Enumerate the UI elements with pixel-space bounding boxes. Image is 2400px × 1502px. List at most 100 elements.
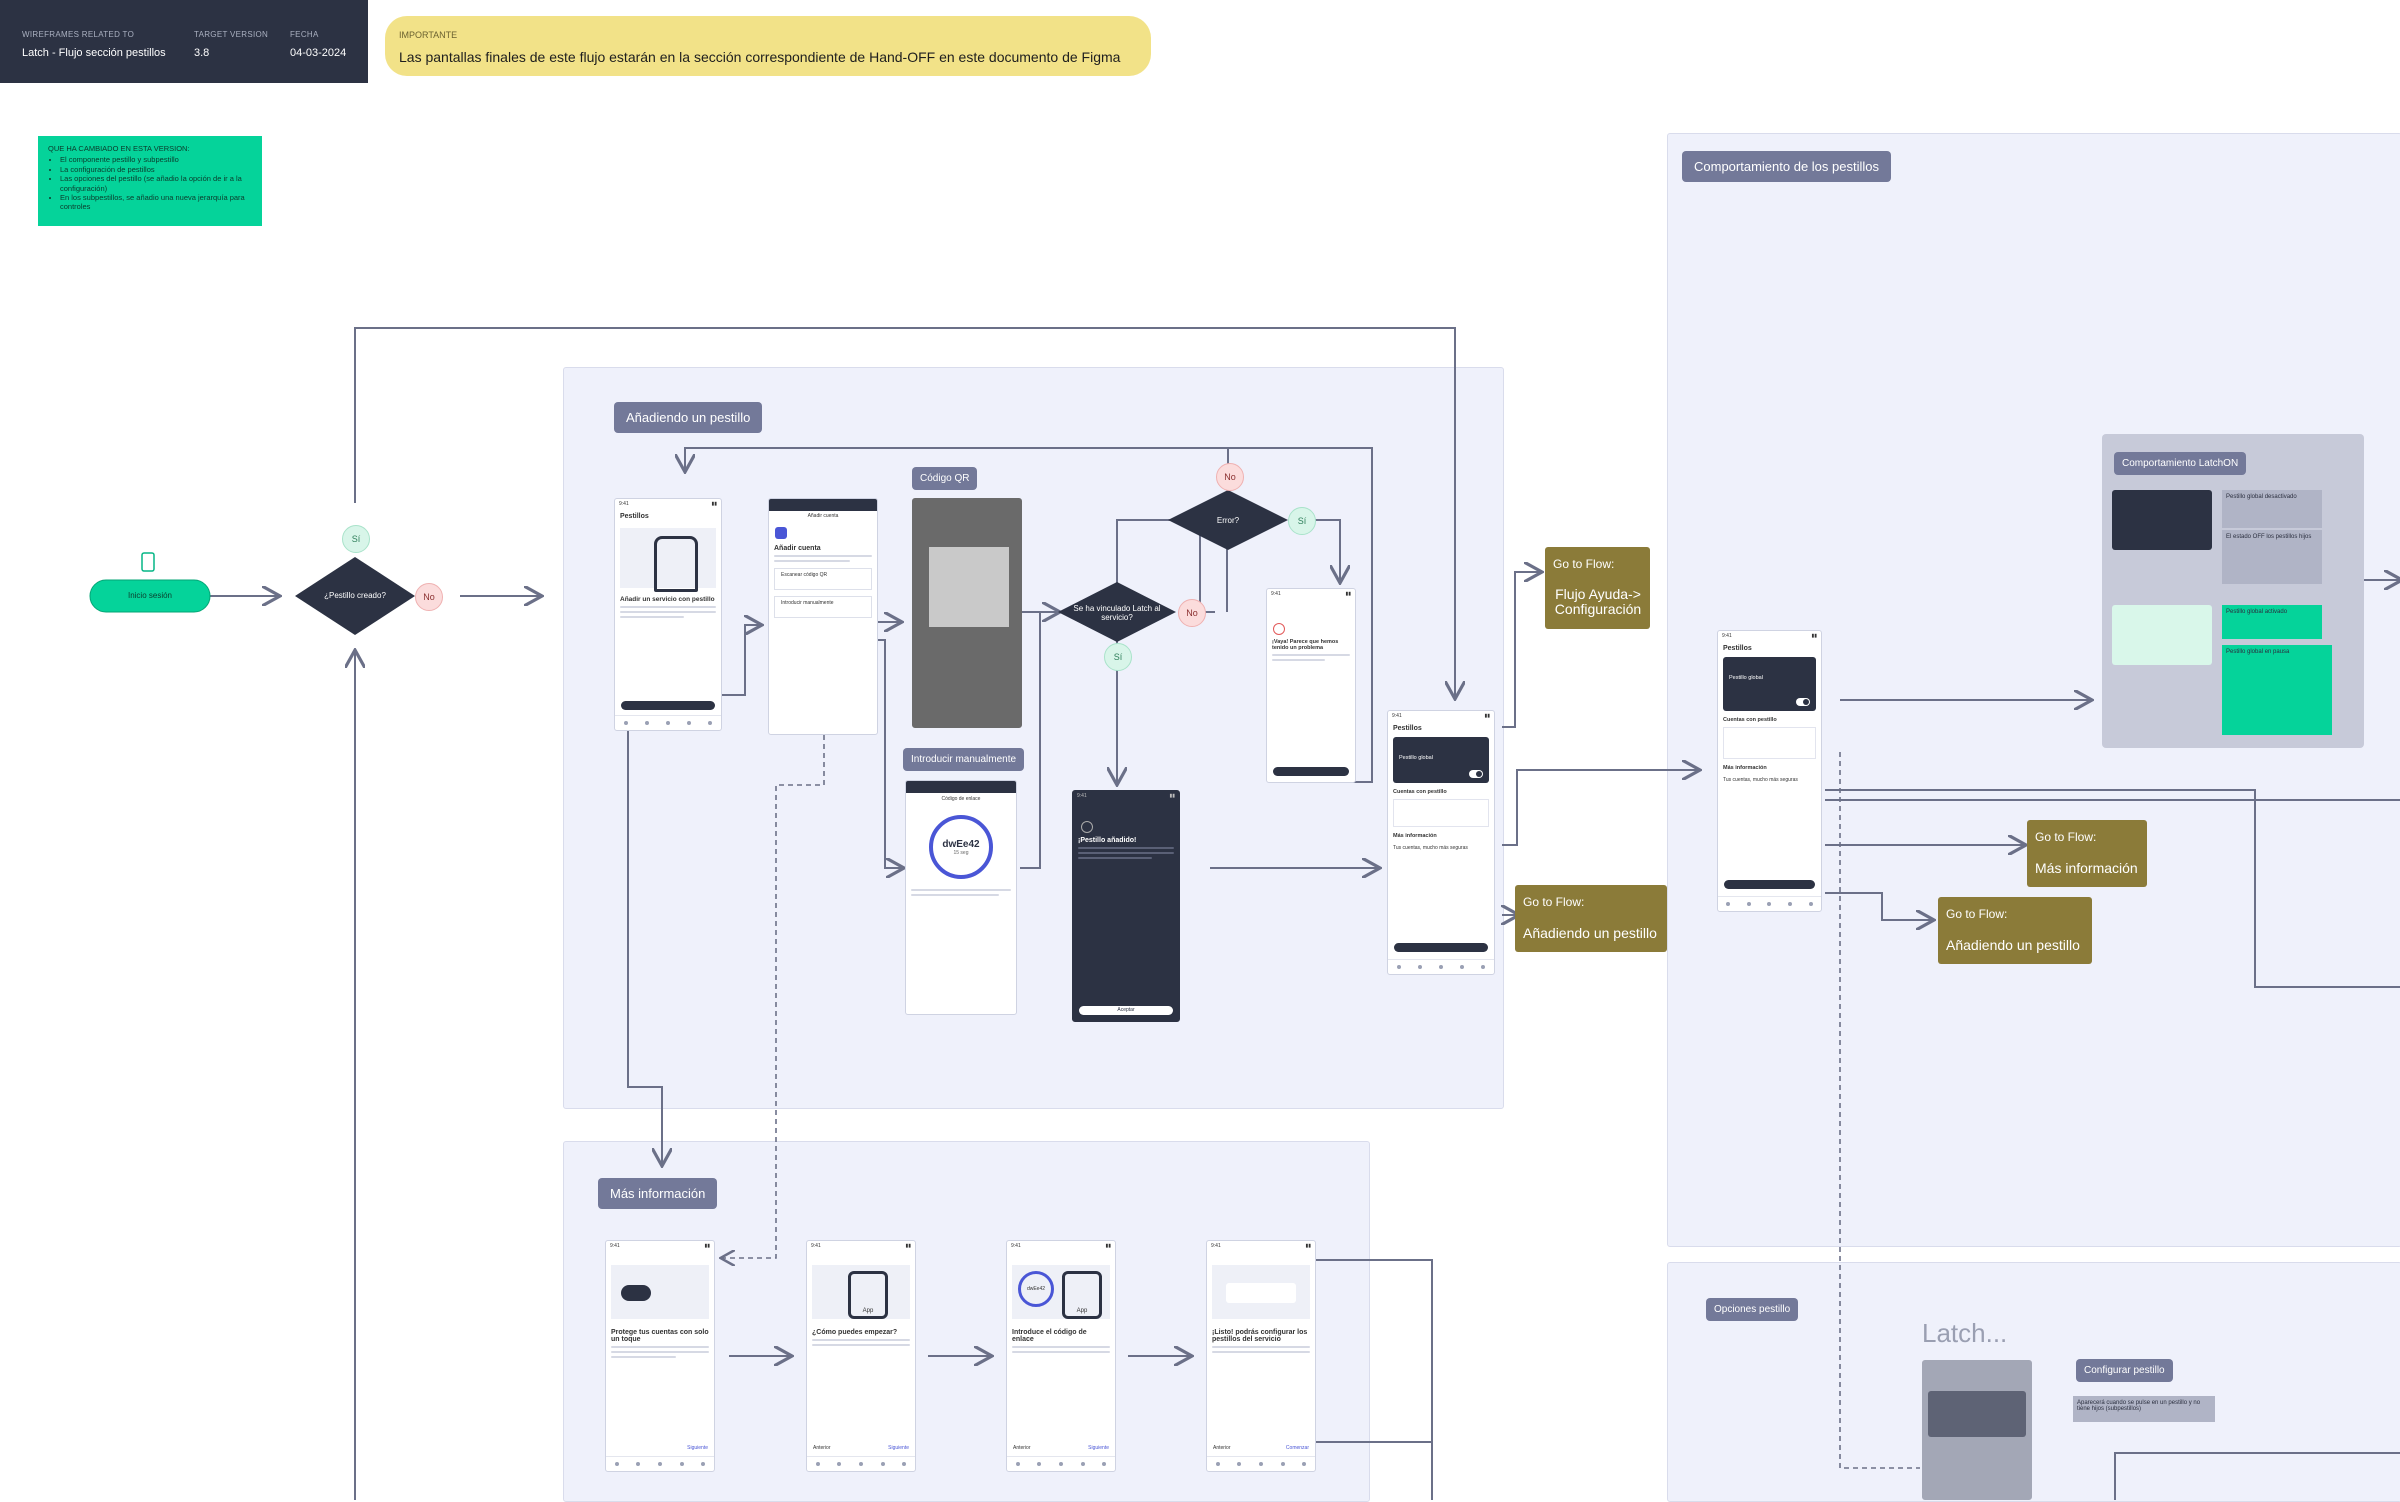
previous-link[interactable]: Anterior: [1213, 1445, 1231, 1451]
account-item[interactable]: [1723, 727, 1816, 759]
tag-configure-latch: Configurar pestillo: [2076, 1359, 2173, 1382]
decision-main-label: ¿Pestillo creado?: [324, 591, 386, 600]
global-latch-toggle[interactable]: [1796, 698, 1810, 706]
goto-adding-latch[interactable]: Go to Flow: Añadiendo un pestillo: [1515, 885, 1667, 952]
next-link[interactable]: Siguiente: [888, 1445, 909, 1451]
accept-button[interactable]: [1273, 767, 1349, 776]
badge-yes: Sí: [1104, 643, 1132, 671]
global-latch-card[interactable]: Pestillo global: [1723, 657, 1816, 711]
date-info: FECHA 04-03-2024: [290, 30, 346, 59]
app-illustration: App: [812, 1265, 910, 1319]
screen-protect-accounts: 9:41▮▮ Protege tus cuentas con solo un t…: [605, 1240, 715, 1472]
notice-text: Las pantallas finales de este flujo esta…: [399, 49, 1121, 65]
ready-illustration: [1212, 1265, 1310, 1319]
start-label[interactable]: Inicio sesión: [127, 591, 173, 600]
link-code: dwEe42: [942, 839, 980, 850]
screen-pestillos-empty: 9:41▮▮ Pestillos Añadir un servicio con …: [614, 498, 722, 731]
add-latch-button[interactable]: [1724, 880, 1815, 889]
decision-error: [1168, 490, 1288, 550]
screen-title: Pestillos: [1393, 725, 1422, 732]
lock-illustration: [620, 528, 716, 592]
tag-enter-manually: Introducir manualmente: [903, 748, 1025, 771]
goto-adding-latch-2[interactable]: Go to Flow: Añadiendo un pestillo: [1938, 897, 2092, 964]
goto-target: Añadiendo un pestillo: [1523, 925, 1657, 941]
screen-ready: 9:41▮▮ ¡Listo! podrás configurar los pes…: [1206, 1240, 1316, 1472]
wireframes-info: WIREFRAMES RELATED TO Latch - Flujo secc…: [22, 30, 166, 59]
global-latch-card[interactable]: Pestillo global: [1393, 737, 1489, 783]
tag-latch-options: Opciones pestillo: [1706, 1298, 1799, 1321]
decision-error-label: Error?: [1216, 516, 1240, 525]
goto-target: Añadiendo un pestillo: [1946, 937, 2080, 953]
global-latch-toggle[interactable]: [1469, 770, 1483, 778]
your-accounts-text: Tus cuentas, mucho más seguras: [1393, 845, 1468, 851]
version-label: TARGET VERSION: [194, 30, 269, 39]
accept-button[interactable]: Aceptar: [1079, 1006, 1173, 1015]
add-latch-button[interactable]: [621, 701, 715, 710]
screen-title: Pestillos: [1723, 645, 1752, 652]
add-latch-button[interactable]: [1394, 943, 1488, 952]
screen-add-account: Añadir cuenta Añadir cuenta Escanear cód…: [768, 498, 878, 735]
shield-icon: [775, 527, 787, 539]
version-value: 3.8: [194, 47, 210, 59]
latchon-card-off: [2112, 490, 2212, 550]
goto-label: Go to Flow:: [2035, 830, 2097, 844]
change-item: En los subpestillos, se añadio una nueva…: [60, 193, 252, 212]
screen-options-faded: [1922, 1360, 2032, 1500]
previous-link[interactable]: Anterior: [1013, 1445, 1031, 1451]
your-accounts-text: Tus cuentas, mucho más seguras: [1723, 777, 1798, 783]
change-item: La configuración de pestillos: [60, 165, 252, 174]
tag-adding-latch: Añadiendo un pestillo: [614, 402, 763, 433]
manual-option[interactable]: Introducir manualmente: [774, 596, 872, 618]
tag-latchon: Comportamiento LatchON: [2114, 452, 2247, 475]
screen-heading: Protege tus cuentas con solo un toque: [611, 1329, 709, 1343]
date-value: 04-03-2024: [290, 47, 347, 59]
latchon-note-children: El estado OFF los pestillos hijos: [2222, 530, 2322, 584]
toggle-illustration: [611, 1265, 709, 1319]
screen-title: Añadir cuenta: [807, 513, 839, 519]
start-link[interactable]: Comenzar: [1285, 1445, 1309, 1451]
latch-faded-title: Latch...: [1922, 1318, 2008, 1348]
wireframes-label: WIREFRAMES RELATED TO: [22, 30, 135, 39]
account-item[interactable]: [1393, 799, 1489, 827]
configure-note: Aparecerá cuando se pulse en un pestillo…: [2073, 1396, 2215, 1422]
screen-heading: Introduce el código de enlace: [1012, 1329, 1087, 1343]
tag-latch-behavior: Comportamiento de los pestillos: [1682, 151, 1891, 182]
latchon-note-pause: Pestillo global en pausa: [2222, 645, 2332, 735]
phone-icon: [141, 552, 155, 572]
goto-more-info[interactable]: Go to Flow: Más información: [2027, 820, 2147, 887]
link-time: 15 seg: [953, 850, 969, 856]
arrow-yes-to-pestillos: [354, 327, 1455, 697]
next-link[interactable]: Siguiente: [687, 1445, 708, 1451]
goto-label: Go to Flow:: [1553, 557, 1615, 571]
tag-qr-code: Código QR: [912, 467, 978, 490]
header-bar: WIREFRAMES RELATED TO Latch - Flujo secc…: [0, 0, 368, 83]
more-info-heading: Más información: [1723, 765, 1767, 771]
wireframes-value: Latch - Flujo sección pestillos: [22, 47, 166, 59]
screen-title: Pestillos: [620, 513, 649, 520]
badge-yes: Sí: [342, 525, 370, 553]
goto-help-config[interactable]: Go to Flow: Flujo Ayuda-> Configuración: [1545, 547, 1650, 629]
screen-qr-scanner: [912, 498, 1022, 728]
goto-label: Go to Flow:: [1946, 907, 2008, 921]
decision-linked: [1058, 582, 1176, 642]
latchon-note-on: Pestillo global activado: [2222, 605, 2322, 639]
previous-link[interactable]: Anterior: [813, 1445, 831, 1451]
latchon-card-on: [2112, 605, 2212, 665]
badge-yes: Sí: [1288, 507, 1316, 535]
screen-heading: Añadir cuenta: [774, 545, 821, 552]
qr-frame: [929, 547, 1009, 627]
screen-pestillos-behavior: 9:41▮▮ Pestillos Pestillo global Cuentas…: [1717, 630, 1822, 912]
screen-heading: ¡Listo! podrás configurar los pestillos …: [1212, 1329, 1308, 1343]
scan-qr-option[interactable]: Escanear código QR: [774, 568, 872, 590]
important-notice: IMPORTANTE Las pantallas finales de este…: [385, 16, 1151, 76]
app-label: App: [848, 1271, 888, 1319]
screen-title: Código de enlace: [941, 796, 981, 802]
more-info-heading: Más información: [1393, 833, 1437, 839]
screen-pestillos-list: 9:41▮▮ Pestillos Pestillo global Cuentas…: [1387, 710, 1495, 975]
next-link[interactable]: Siguiente: [1088, 1445, 1109, 1451]
code-timer-ring: dwEe42 15 seg: [929, 815, 993, 879]
screen-heading: ¿Cómo puedes empezar?: [812, 1329, 898, 1336]
goto-target: Flujo Ayuda-> Configuración: [1554, 586, 1642, 618]
latchon-note-off: Pestillo global desactivado: [2222, 490, 2322, 528]
error-title: ¡Vaya! Parece que hemos tenido un proble…: [1272, 639, 1339, 651]
